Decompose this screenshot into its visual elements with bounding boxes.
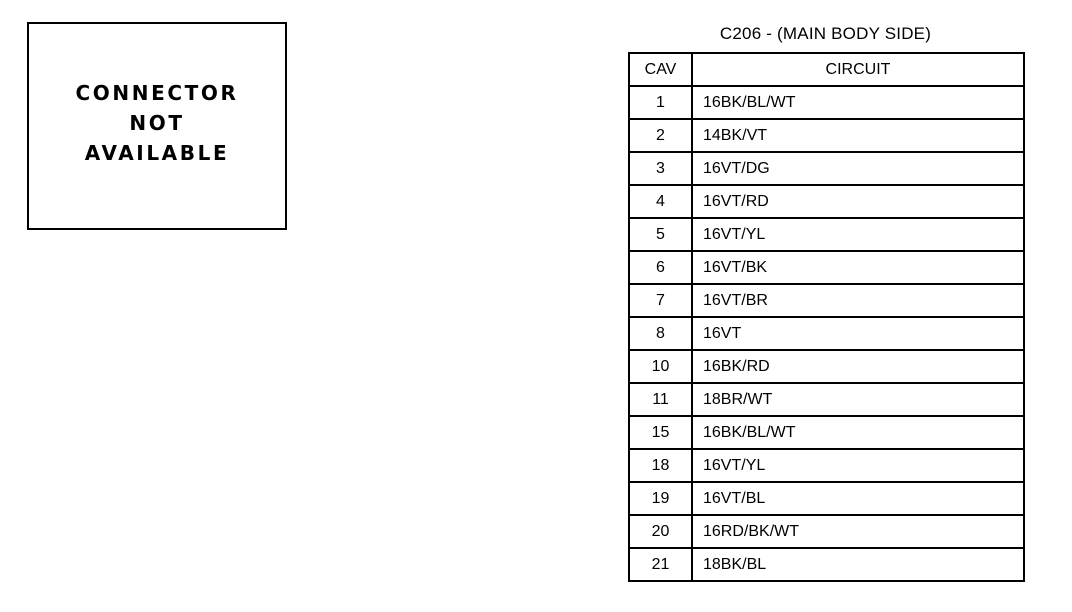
column-header-circuit: CIRCUIT — [691, 52, 1025, 87]
cell-cav: 8 — [628, 316, 693, 351]
cell-cav: 11 — [628, 382, 693, 417]
cell-cav: 20 — [628, 514, 693, 549]
cell-circuit: 16VT/BL — [691, 481, 1025, 516]
cell-cav: 10 — [628, 349, 693, 384]
table-header-row: CAV CIRCUIT — [628, 52, 1025, 87]
cell-circuit: 16BK/RD — [691, 349, 1025, 384]
cell-circuit: 14BK/VT — [691, 118, 1025, 153]
cell-circuit: 16VT/YL — [691, 448, 1025, 483]
cell-cav: 1 — [628, 85, 693, 120]
connector-placeholder-box: CONNECTOR NOT AVAILABLE — [27, 22, 287, 230]
cell-cav: 15 — [628, 415, 693, 450]
cell-cav: 4 — [628, 184, 693, 219]
cell-cav: 5 — [628, 217, 693, 252]
column-header-cav: CAV — [628, 52, 693, 87]
connector-table-title: C206 - (MAIN BODY SIDE) — [719, 24, 932, 43]
cell-cav: 3 — [628, 151, 693, 186]
cell-circuit: 16RD/BK/WT — [691, 514, 1025, 549]
cell-circuit: 16VT/YL — [691, 217, 1025, 252]
cell-circuit: 18BK/BL — [691, 547, 1025, 582]
cell-circuit: 18BR/WT — [691, 382, 1025, 417]
cell-cav: 18 — [628, 448, 693, 483]
connector-not-available-text: CONNECTOR NOT AVAILABLE — [75, 81, 239, 165]
cell-cav: 6 — [628, 250, 693, 285]
cell-cav: 21 — [628, 547, 693, 582]
cell-circuit: 16VT/BR — [691, 283, 1025, 318]
cell-circuit: 16VT/RD — [691, 184, 1025, 219]
cell-circuit: 16VT/BK — [691, 250, 1025, 285]
cell-circuit: 16VT — [691, 316, 1025, 351]
cell-cav: 19 — [628, 481, 693, 516]
cell-cav: 7 — [628, 283, 693, 318]
cell-circuit: 16BK/BL/WT — [691, 85, 1025, 120]
cell-cav: 2 — [628, 118, 693, 153]
cell-circuit: 16BK/BL/WT — [691, 415, 1025, 450]
cell-circuit: 16VT/DG — [691, 151, 1025, 186]
